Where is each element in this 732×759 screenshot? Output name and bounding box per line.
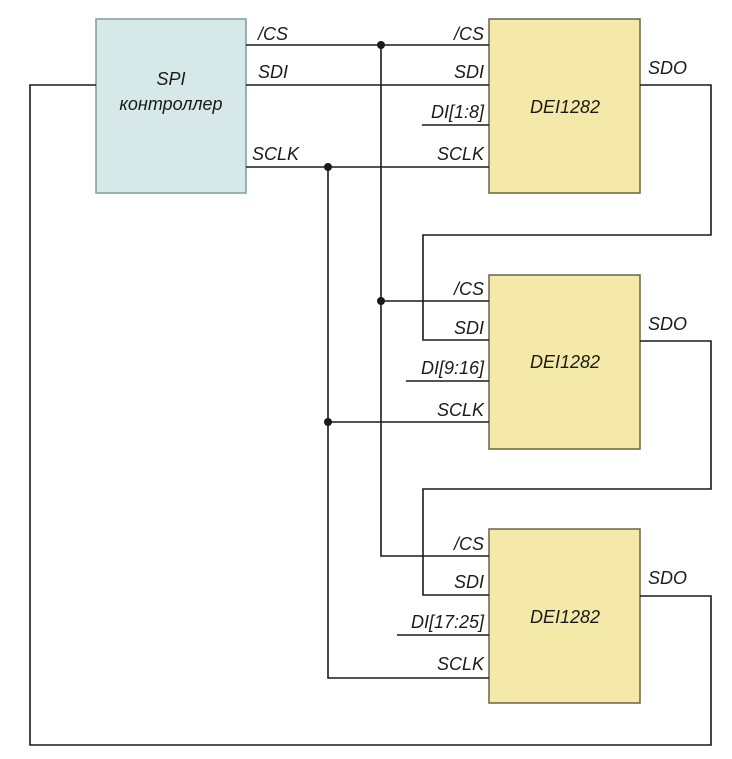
chip-2-pin-sdi: SDI (454, 318, 484, 338)
sclk-junction-top (324, 163, 332, 171)
controller-title-line1: SPI (156, 69, 185, 89)
chip-2-pin-sclk: SCLK (437, 400, 485, 420)
controller-pin-cs: /CS (256, 24, 288, 44)
controller-title-line2: контроллер (119, 94, 222, 114)
cs-wire-bus (380, 45, 489, 557)
chip-1-box (488, 18, 641, 194)
sclk-junction-mid (324, 418, 332, 426)
sdo2-to-sdi3-wire (422, 340, 712, 596)
chip-2-pin-sdo: SDO (648, 314, 687, 334)
chip-2-name: DEI1282 (530, 352, 600, 372)
chip-1-pin-cs: /CS (452, 24, 484, 44)
cs-junction-top (377, 41, 385, 49)
chip-3-pin-cs: /CS (452, 534, 484, 554)
chip-1-name: DEI1282 (530, 97, 600, 117)
sdo3-return-wire (29, 84, 712, 746)
chip-3-pin-sdo: SDO (648, 568, 687, 588)
chip-2-pin-cs: /CS (452, 279, 484, 299)
chip-3-box (488, 528, 641, 704)
chip-3-pin-sclk: SCLK (437, 654, 485, 674)
chip-2-box (488, 274, 641, 450)
chip-1-pin-sdo: SDO (648, 58, 687, 78)
sdo1-to-sdi2-wire (422, 84, 712, 341)
spi-controller-box (95, 18, 247, 194)
cs-junction-mid (377, 297, 385, 305)
controller-pin-sclk: SCLK (252, 144, 300, 164)
chip-3-name: DEI1282 (530, 607, 600, 627)
chip-1-pin-sdi: SDI (454, 62, 484, 82)
chip-1-pin-sclk: SCLK (437, 144, 485, 164)
chip-3-pin-sdi: SDI (454, 572, 484, 592)
chip-3-pin-di: DI[17:25] (411, 612, 485, 632)
chip-2-pin-di: DI[9:16] (421, 358, 485, 378)
controller-pin-sdi: SDI (258, 62, 288, 82)
chip-1-pin-di: DI[1:8] (431, 102, 485, 122)
sclk-wire-bus (327, 167, 489, 679)
